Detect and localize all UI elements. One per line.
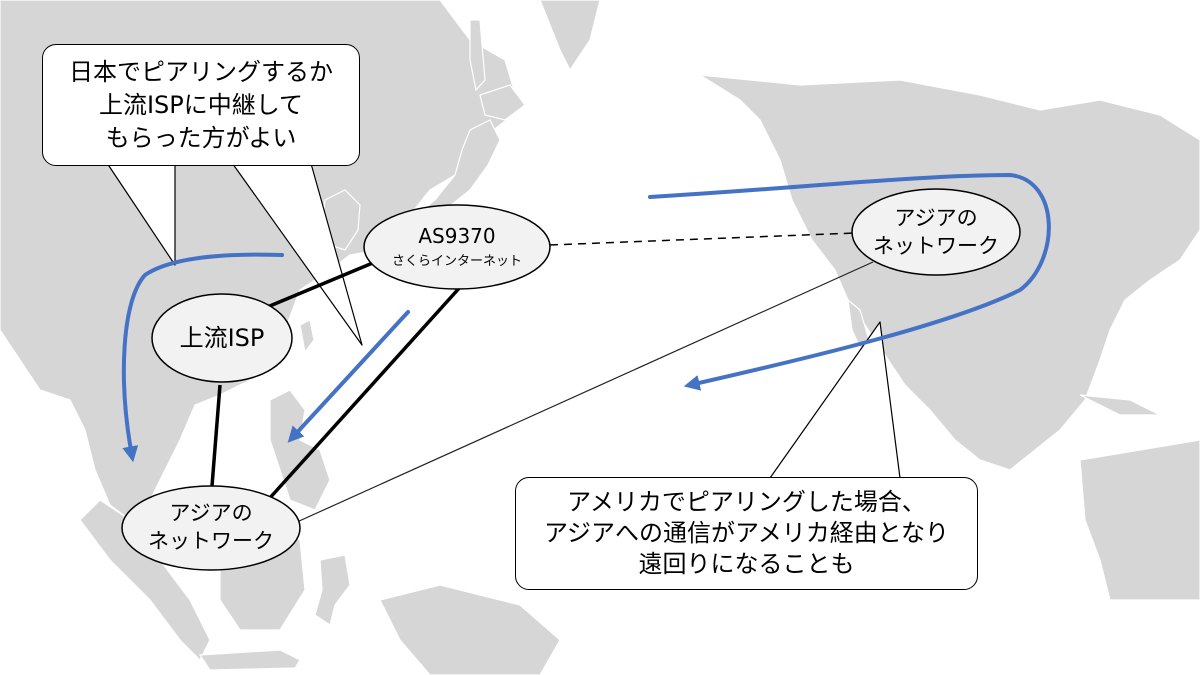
map-hokkaido — [479, 84, 526, 121]
callout-tail-us — [769, 321, 901, 479]
callout-japan-peering: 日本でピアリングするか 上流ISPに中継して もらった方がよい — [42, 44, 360, 166]
flow-arrow-direct — [287, 310, 410, 443]
node-sakura-subtitle: さくらインターネット — [392, 254, 522, 269]
map-java — [198, 649, 301, 671]
node-asia-network-us: アジアの ネットワーク — [851, 188, 1021, 276]
link-sakura-to-us-asia-network — [549, 232, 856, 246]
callout-japan-line3: もらった方がよい — [105, 123, 297, 152]
callout-us-line3: 遠回りになることも — [638, 550, 855, 578]
node-sakura: AS9370 さくらインターネット — [363, 204, 551, 290]
node-asia-network-asia-line2: ネットワーク — [148, 529, 274, 553]
node-asia-network-us-line2: ネットワーク — [873, 234, 999, 258]
map-kamchatka — [539, 0, 601, 72]
callout-us-line1: アメリカでピアリングした場合、 — [567, 488, 926, 516]
callout-japan-line2: 上流ISPに中継して — [98, 90, 304, 119]
link-us-network-to-asia-network — [296, 261, 874, 523]
map-cuba — [1079, 394, 1161, 416]
map-sulawesi — [314, 554, 351, 626]
flow-arrow-via-us — [648, 172, 1051, 391]
node-upstream-label: 上流ISP — [180, 324, 265, 352]
callout-us-peering: アメリカでピアリングした場合、 アジアへの通信がアメリカ経由となり 遠回りになる… — [515, 477, 978, 590]
node-sakura-title: AS9370 — [418, 224, 495, 248]
map-south-america — [1079, 439, 1200, 601]
node-asia-network-asia: アジアの ネットワーク — [121, 485, 301, 571]
link-sakura-to-upstream — [264, 260, 376, 310]
map-new-guinea — [379, 584, 561, 675]
map-sakhalin — [469, 19, 486, 92]
map-taiwan — [299, 319, 315, 354]
link-upstream-to-asia-network — [210, 384, 222, 487]
node-asia-network-asia-line1: アジアの — [169, 501, 252, 525]
node-asia-network-us-line1: アジアの — [894, 206, 977, 230]
callout-us-line2: アジアへの通信がアメリカ経由となり — [543, 519, 950, 547]
callout-japan-line1: 日本でピアリングするか — [69, 57, 333, 86]
node-upstream-isp: 上流ISP — [151, 293, 293, 383]
flow-arrow-via-upstream — [121, 252, 284, 463]
link-sakura-to-asia-network — [266, 283, 464, 502]
